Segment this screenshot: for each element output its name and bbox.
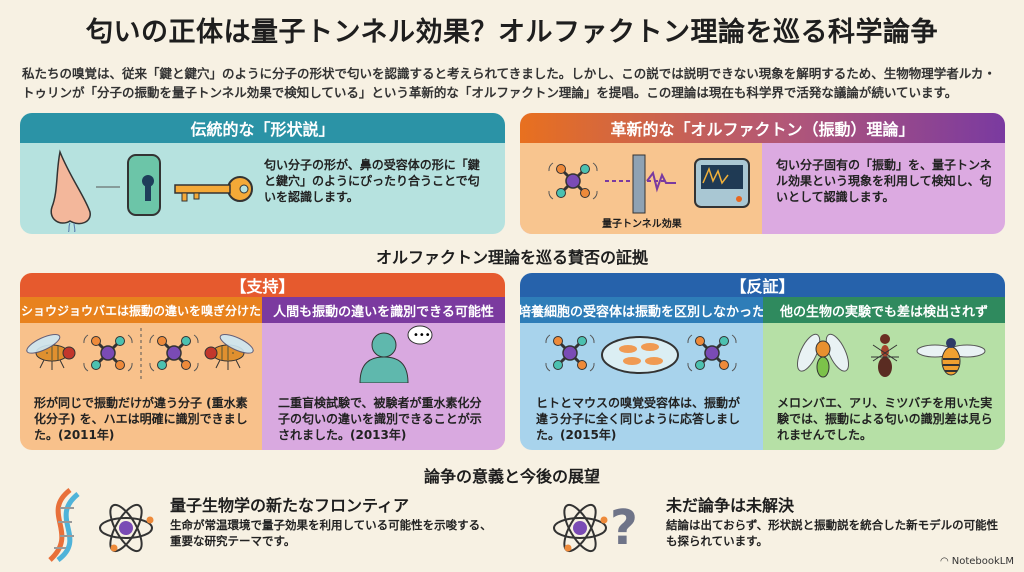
atom-question-icon: ? [553,499,638,557]
support-item-text: 二重盲検試験で、被験者が重水素化分子の匂いの違いを識別できることが示されました。… [278,396,482,442]
support-item-fruitfly: ショウジョウバエは振動の違いを嗅ぎ分けた 形が同じで振動だけが違う分子 (重水素… [20,297,262,450]
notebooklm-icon: ◠ [940,556,949,567]
refute-card: 【反証】 培養細胞の受容体は振動を区別しなかった ヒトとマウスの嗅覚受容体は、振… [520,273,1005,450]
insects-icon [796,333,986,378]
outlook-title-unresolved: 未だ論争は未解決 [666,496,795,515]
notebooklm-logo: ◠NotebookLM [940,556,1014,567]
refute-item-cells: 培養細胞の受容体は振動を区別しなかった ヒトとマウスの嗅覚受容体は、振動が違う分… [520,297,765,450]
shape-theory-text: 匂い分子の形が、鼻の受容体の形に「鍵と鍵穴」のようにぴったり合うことで匂いを認識… [264,158,480,204]
nose-lock-key-icon [50,149,253,232]
vibration-theory-text: 匂い分子固有の「振動」を、量子トンネル効果という現象を利用して検知し、匂いとして… [776,158,992,204]
refute-item-text: メロンバエ、アリ、ミツバチを用いた実験では、振動による匂いの識別差は見られません… [777,396,993,442]
petri-dish-icon [544,333,738,374]
refute-title: 【反証】 [520,273,1005,297]
outlook-text-unresolved: 結論は出ておらず、形状説と振動説を統合した新モデルの可能性も探られています。 [666,518,999,548]
vibration-theory-title: 革新的な「オルファクトン（振動）理論」 [520,113,1005,143]
support-title: 【支持】 [20,273,505,297]
outlook-heading: 論争の意義と今後の展望 [423,467,600,486]
support-item-heading: ショウジョウバエは振動の違いを嗅ぎ分けた [20,297,262,323]
intro-text: 私たちの嗅覚は、従来「鍵と鍵穴」のように分子の形状で匂いを認識すると考えられてき… [22,66,996,100]
tunneling-caption: 量子トンネル効果 [602,219,682,230]
support-item-heading: 人間も振動の違いを識別できる可能性 [262,297,505,323]
dna-atom-icon [48,488,155,562]
tunneling-diagram-icon [547,154,750,214]
evidence-heading: オルファクトン理論を巡る賛否の証拠 [375,248,648,267]
person-speech-icon: ••• [359,325,433,384]
support-card: 【支持】 ショウジョウバエは振動の違いを嗅ぎ分けた 形が同じで振動だけが違う分子… [20,273,505,450]
shape-theory-title: 伝統的な「形状説」 [20,113,505,143]
support-item-text: 形が同じで振動だけが違う分子 (重水素化分子) を、ハエは明確に識別できました。… [34,396,248,442]
shape-theory-card: 伝統的な「形状説」 匂い分子の形が、鼻の受容体の形に「鍵と鍵穴」のようにぴったり… [20,113,505,234]
refute-item-heading: 培養細胞の受容体は振動を区別しなかった [520,297,765,323]
outlook-title-frontier: 量子生物学の新たなフロンティア [170,496,410,515]
vibration-theory-card: 革新的な「オルファクトン（振動）理論」 量子トンネル効果 匂い分子固有の「振動」… [520,113,1005,234]
brand-label: NotebookLM [951,556,1014,567]
svg-text:?: ? [610,500,638,556]
svg-text:•••: ••• [413,330,431,341]
outlook-text-frontier: 生命が常温環境で量子効果を利用している可能性を示唆する、重要な研究テーマです。 [170,518,492,548]
refute-item-text: ヒトとマウスの嗅覚受容体は、振動が違う分子に全く同じように応答しました。(201… [536,396,741,442]
refute-item-heading: 他の生物の実験でも差は検出されず [763,297,1005,323]
refute-item-insects: 他の生物の実験でも差は検出されず メロンバエ、アリ、ミツバチを用いた実験では、振… [763,297,1005,450]
page-title: 匂いの正体は量子トンネル効果？オルファクトン理論を巡る科学論争 [86,17,938,48]
fly-molecule-icon [23,328,257,381]
support-item-human: 人間も振動の違いを識別できる可能性 ••• 二重盲検試験で、被験者が重水素化分子… [262,297,505,450]
